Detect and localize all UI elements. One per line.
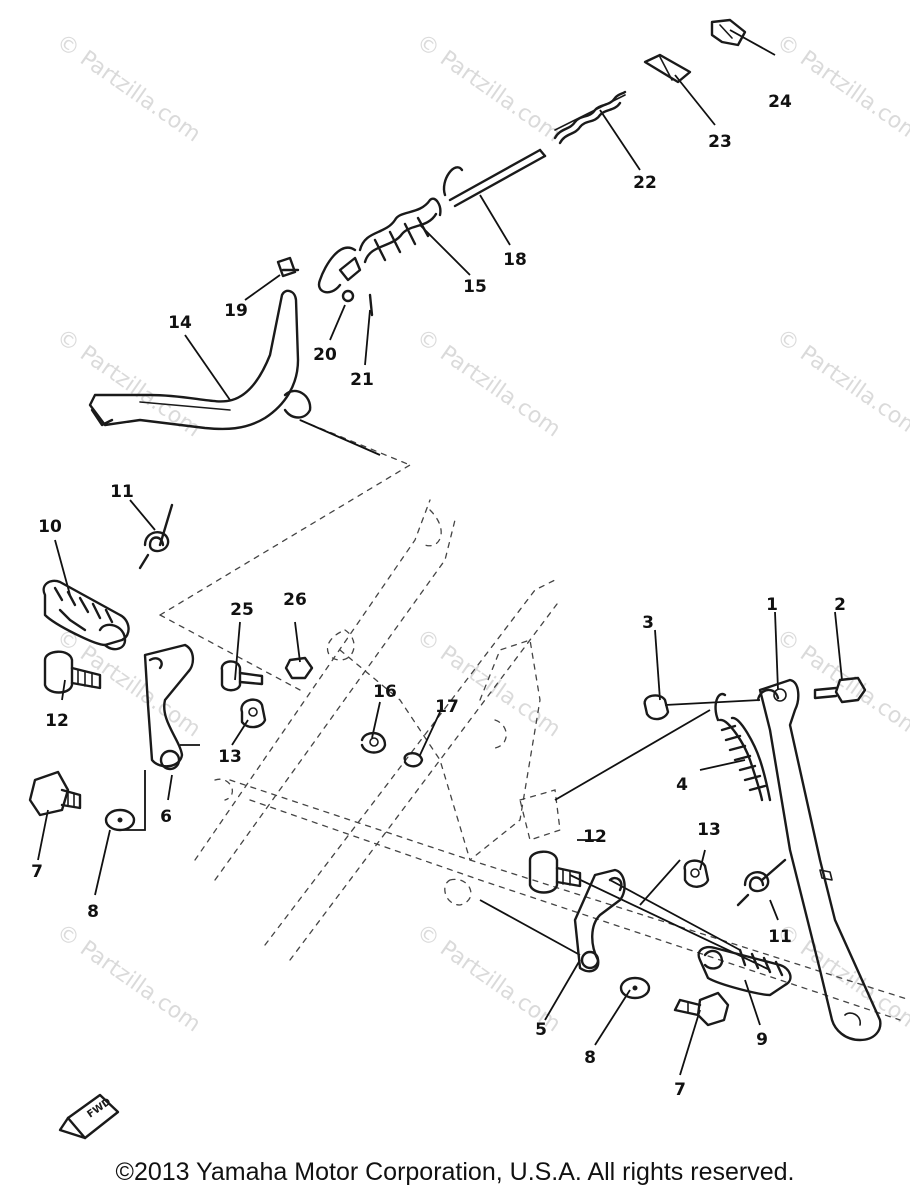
part-13-nut-right (683, 859, 710, 888)
watermark: © Partzilla.com (52, 29, 205, 147)
frame-outline (159, 419, 910, 1021)
callout-5: 5 (535, 1020, 547, 1040)
part-26-nut (284, 656, 314, 680)
part-7-bolt-left (28, 770, 82, 817)
part-9-footpeg (697, 946, 792, 997)
part-13-nut-left (240, 698, 267, 729)
callout-20: 20 (313, 345, 337, 365)
callout-labels: 24 23 22 18 15 19 20 21 14 11 10 12 25 2… (31, 92, 846, 1100)
part-16-washer (360, 731, 387, 754)
callout-8-left: 8 (87, 902, 99, 922)
part-17-clip (403, 752, 424, 768)
part-21-pin (368, 293, 374, 317)
callout-2: 2 (834, 595, 846, 615)
callout-4: 4 (676, 775, 688, 795)
part-12-bolt-right (528, 850, 582, 894)
watermark: © Partzilla.com (412, 324, 565, 442)
watermark: © Partzilla.com (52, 919, 205, 1037)
callout-7-left: 7 (31, 862, 43, 882)
callout-22: 22 (633, 173, 657, 193)
part-11-spring-right (736, 858, 787, 907)
callout-13-left: 13 (218, 747, 242, 767)
callout-10: 10 (38, 517, 62, 537)
callout-21: 21 (350, 370, 374, 390)
leader-lines (37, 29, 843, 1076)
callout-3: 3 (642, 613, 654, 633)
callout-17: 17 (435, 697, 459, 717)
watermark: © Partzilla.com (412, 29, 565, 147)
watermark-layer: © Partzilla.com © Partzilla.com © Partzi… (52, 29, 910, 1037)
fwd-label: FWD (85, 1096, 113, 1120)
part-25-bolt (220, 660, 264, 692)
callout-19: 19 (224, 301, 248, 321)
copyright-notice: ©2013 Yamaha Motor Corporation, U.S.A. A… (115, 1158, 795, 1186)
callout-1: 1 (766, 595, 778, 615)
part-24-clip (710, 18, 747, 47)
part-12-bolt-left (43, 650, 102, 694)
part-8-washer-right (619, 976, 651, 1000)
part-18-rod (442, 148, 547, 208)
callout-15: 15 (463, 277, 487, 297)
callout-23: 23 (708, 132, 732, 152)
part-15-spring (317, 197, 442, 294)
callout-8-right: 8 (584, 1048, 596, 1068)
callout-24: 24 (768, 92, 792, 112)
callout-26: 26 (283, 590, 307, 610)
callout-11-left: 11 (110, 482, 134, 502)
part-1-side-stand (756, 678, 882, 1042)
part-6-bracket (143, 643, 195, 771)
callout-14: 14 (168, 313, 192, 333)
callout-16: 16 (373, 682, 397, 702)
part-10-footpeg (42, 579, 130, 651)
callout-6: 6 (160, 807, 172, 827)
part-3-collar (643, 694, 670, 721)
part-8-washer-left (104, 808, 136, 832)
callout-11-right: 11 (768, 927, 792, 947)
callout-7-right: 7 (674, 1080, 686, 1100)
part-4-spring (714, 692, 772, 802)
callout-13-right: 13 (697, 820, 721, 840)
callout-12-left: 12 (45, 711, 69, 731)
watermark: © Partzilla.com (772, 624, 910, 742)
callout-9: 9 (756, 1030, 768, 1050)
callout-12-right: 12 (583, 827, 607, 847)
watermark: © Partzilla.com (772, 29, 910, 147)
part-11-spring-left (138, 503, 174, 570)
fwd-arrow-icon: FWD (58, 1093, 120, 1140)
callout-18: 18 (503, 250, 527, 270)
part-22-spring (553, 90, 627, 145)
part-23-collar (643, 53, 692, 84)
callout-25: 25 (230, 600, 254, 620)
part-7-bolt-right (673, 991, 730, 1027)
watermark: © Partzilla.com (772, 324, 910, 442)
part-2-bolt (813, 676, 867, 704)
part-5-bracket (573, 868, 626, 973)
part-14-brake-pedal (88, 289, 312, 431)
part-19-bolt (276, 256, 300, 278)
part-20-washer (341, 289, 355, 303)
